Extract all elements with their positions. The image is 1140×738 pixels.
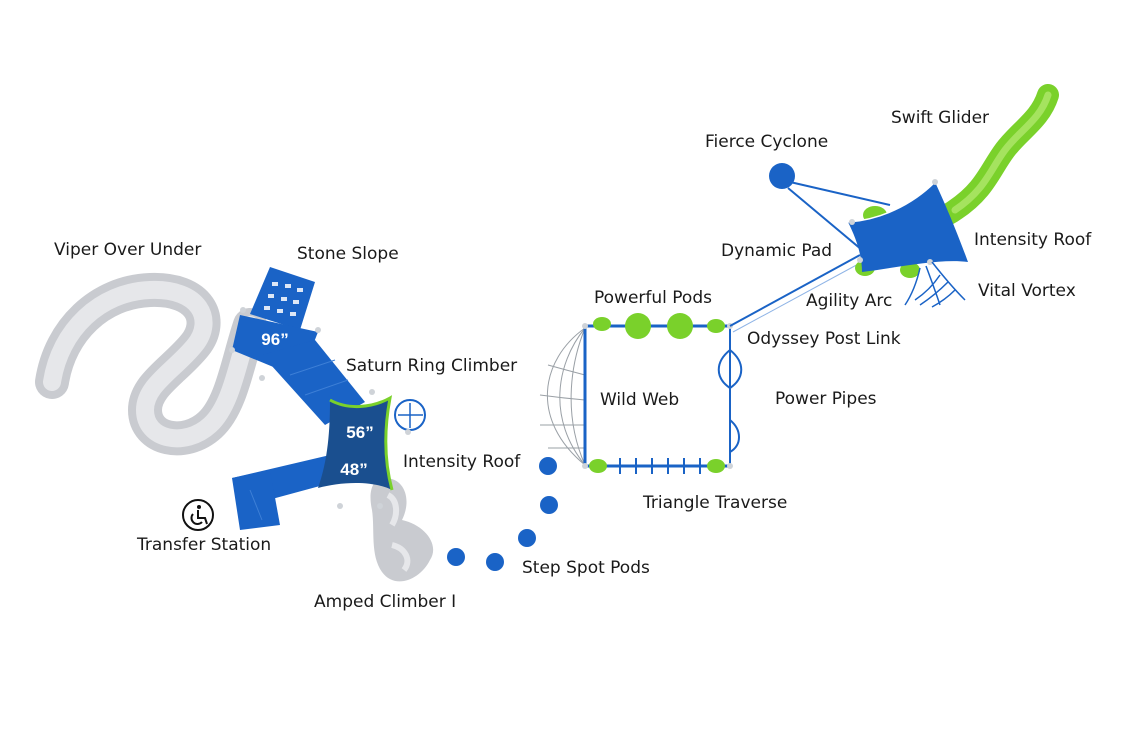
label-triangle-traverse: Triangle Traverse: [643, 493, 788, 513]
label-powerful-pods: Powerful Pods: [594, 288, 712, 308]
deck-height-96: 96”: [261, 330, 288, 349]
odyssey-post-link: [729, 254, 863, 333]
label-power-pipes: Power Pipes: [775, 389, 877, 409]
label-intensity-roof-left: Intensity Roof: [403, 452, 521, 472]
transfer-platform: [232, 455, 342, 530]
label-vital-vortex: Vital Vortex: [978, 281, 1076, 301]
label-agility-arc: Agility Arc: [806, 291, 893, 311]
amped-climber: [370, 478, 434, 582]
deck-height-56: 56”: [346, 423, 373, 442]
label-swift-glider: Swift Glider: [891, 108, 990, 128]
label-intensity-roof-right: Intensity Roof: [974, 230, 1092, 250]
label-odyssey-post-link: Odyssey Post Link: [747, 329, 901, 349]
label-dynamic-pad: Dynamic Pad: [721, 241, 833, 261]
saturn-ring-climber: [318, 389, 426, 509]
label-step-spot-pods: Step Spot Pods: [522, 558, 650, 578]
powerful-pods: [593, 313, 725, 339]
label-transfer-station: Transfer Station: [137, 535, 272, 555]
label-fierce-cyclone: Fierce Cyclone: [705, 132, 829, 152]
stone-slope: [250, 267, 315, 330]
deck-height-48: 48”: [340, 460, 367, 479]
label-stone-slope: Stone Slope: [297, 244, 399, 264]
label-amped-climber: Amped Climber I: [314, 592, 457, 612]
label-saturn-ring-climber: Saturn Ring Climber: [346, 356, 518, 376]
right-deck: [847, 179, 968, 278]
vital-vortex: [904, 261, 966, 308]
wheelchair-icon: [182, 499, 214, 531]
viper-over-under-slide: [35, 272, 267, 456]
power-pipes: [717, 348, 743, 453]
wild-web: [539, 327, 586, 466]
label-viper-over-under: Viper Over Under: [54, 240, 202, 260]
label-wild-web: Wild Web: [600, 390, 680, 410]
step-spot-pods: [447, 457, 558, 571]
fierce-cyclone: [769, 163, 891, 256]
triangle-traverse: [589, 458, 725, 474]
